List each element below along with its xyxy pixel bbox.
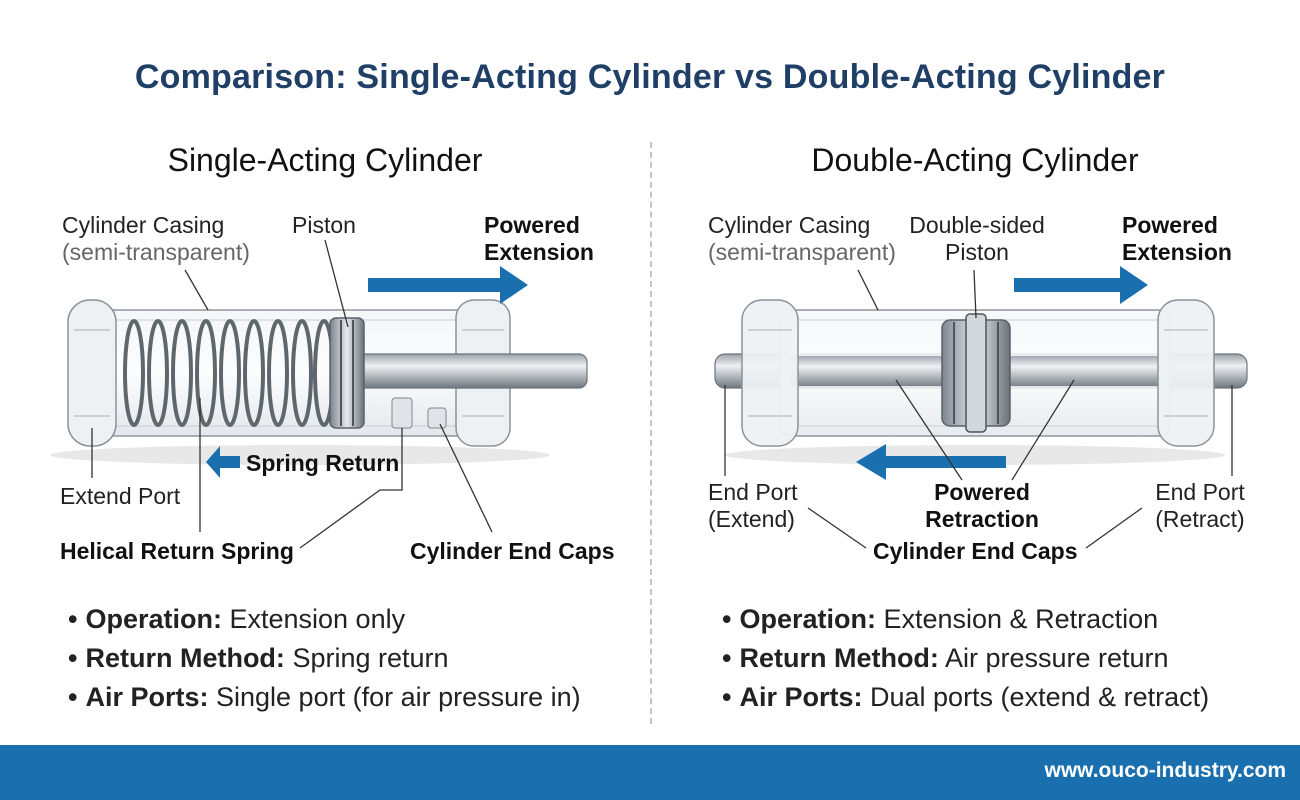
label-end-port-retract: End Port (Retract)	[1155, 479, 1245, 532]
label-extend-port: Extend Port	[60, 483, 181, 509]
port	[391, 397, 413, 429]
label-spring-return: Spring Return	[246, 450, 400, 476]
double-acting-panel: Double-Acting Cylinder	[650, 0, 1300, 745]
single-acting-specs: •Operation: Extension only •Return Metho…	[68, 600, 581, 717]
double-acting-heading: Double-Acting Cylinder	[811, 142, 1139, 178]
spec-item: •Return Method: Spring return	[68, 643, 449, 673]
cylinder-casing	[779, 309, 1171, 437]
right-end-cap	[1157, 299, 1215, 447]
cylinder-casing	[89, 309, 471, 437]
single-acting-heading: Single-Acting Cylinder	[167, 142, 483, 178]
piston-rod	[354, 353, 588, 389]
footer-bar: www.ouco-industry.com	[0, 745, 1300, 800]
double-sided-piston	[941, 319, 1011, 427]
label-cylinder-casing: Cylinder Casing (semi-transparent)	[708, 212, 896, 265]
port	[427, 407, 447, 429]
single-acting-panel: Single-Acting Cylinder	[0, 0, 650, 745]
piston-rod	[714, 353, 1248, 389]
spec-item: •Air Ports: Single port (for air pressur…	[68, 682, 581, 712]
label-end-port-extend: End Port (Extend)	[708, 479, 798, 532]
extension-arrow	[1014, 266, 1148, 304]
label-powered-retraction: Powered Retraction	[925, 479, 1039, 532]
left-end-cap	[67, 299, 117, 447]
footer-url[interactable]: www.ouco-industry.com	[1044, 759, 1286, 782]
spec-item: •Air Ports: Dual ports (extend & retract…	[722, 682, 1210, 712]
label-cylinder-end-caps: Cylinder End Caps	[410, 538, 615, 564]
page-title: Comparison: Single-Acting Cylinder vs Do…	[134, 58, 1166, 96]
label-powered-extension: Powered Extension	[1122, 212, 1232, 265]
helical-spring	[123, 319, 335, 427]
spec-item: •Return Method: Air pressure return	[722, 643, 1169, 673]
shadow	[725, 445, 1225, 465]
label-piston: Piston	[292, 212, 356, 238]
spec-item: •Operation: Extension only	[68, 604, 406, 634]
label-helical-return-spring: Helical Return Spring	[60, 538, 294, 564]
spec-item: •Operation: Extension & Retraction	[722, 604, 1159, 634]
extension-arrow	[368, 266, 528, 304]
label-double-sided-piston: Double-sided Piston	[909, 212, 1045, 265]
right-end-cap	[455, 299, 511, 447]
label-cylinder-end-caps: Cylinder End Caps	[873, 538, 1078, 564]
center-divider	[650, 142, 652, 724]
retraction-arrow	[856, 444, 1006, 480]
label-powered-extension: Powered Extension	[484, 212, 594, 265]
label-cylinder-casing: Cylinder Casing (semi-transparent)	[62, 212, 250, 265]
piston	[329, 317, 365, 429]
spring-return-arrow	[206, 446, 240, 478]
double-acting-specs: •Operation: Extension & Retraction •Retu…	[722, 600, 1209, 717]
left-end-cap	[741, 299, 799, 447]
